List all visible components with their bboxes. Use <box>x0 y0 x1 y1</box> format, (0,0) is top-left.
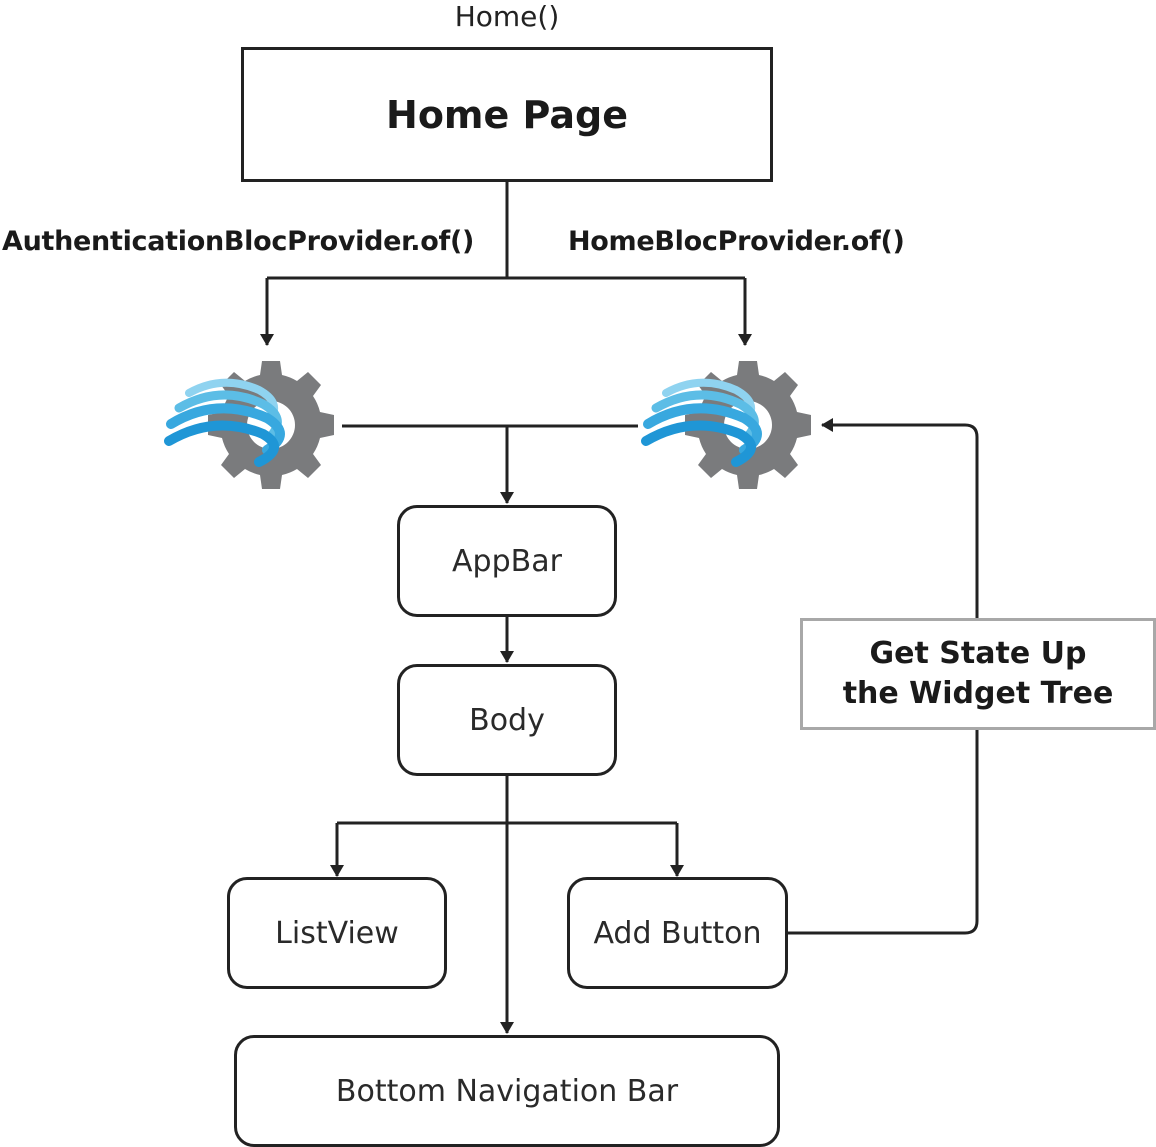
wave-icon <box>641 378 762 467</box>
add-button-label: Add Button <box>593 915 762 951</box>
auth-provider-label: AuthenticationBlocProvider.of() <box>2 226 475 257</box>
bottom-nav-label: Bottom Navigation Bar <box>335 1073 679 1109</box>
body-label: Body <box>469 702 545 738</box>
listview-node: ListView <box>227 877 447 989</box>
listview-label: ListView <box>275 915 399 951</box>
wave-icon <box>164 378 285 467</box>
note-line-1: Get State Up <box>869 636 1087 671</box>
appbar-label: AppBar <box>452 543 562 579</box>
state-up-note: Get State Up the Widget Tree <box>800 618 1156 730</box>
home-provider-label: HomeBlocProvider.of() <box>568 226 905 257</box>
add-button-node: Add Button <box>567 877 788 989</box>
bottom-nav-node: Bottom Navigation Bar <box>234 1035 780 1147</box>
body-node: Body <box>397 664 617 776</box>
appbar-node: AppBar <box>397 505 617 617</box>
auth-bloc-icon <box>164 361 334 489</box>
home-page-box: Home Page <box>241 47 773 182</box>
widget-caption: Home() <box>454 0 560 33</box>
home-bloc-icon <box>641 361 811 489</box>
note-line-2: the Widget Tree <box>842 676 1114 711</box>
home-page-title: Home Page <box>386 92 628 137</box>
